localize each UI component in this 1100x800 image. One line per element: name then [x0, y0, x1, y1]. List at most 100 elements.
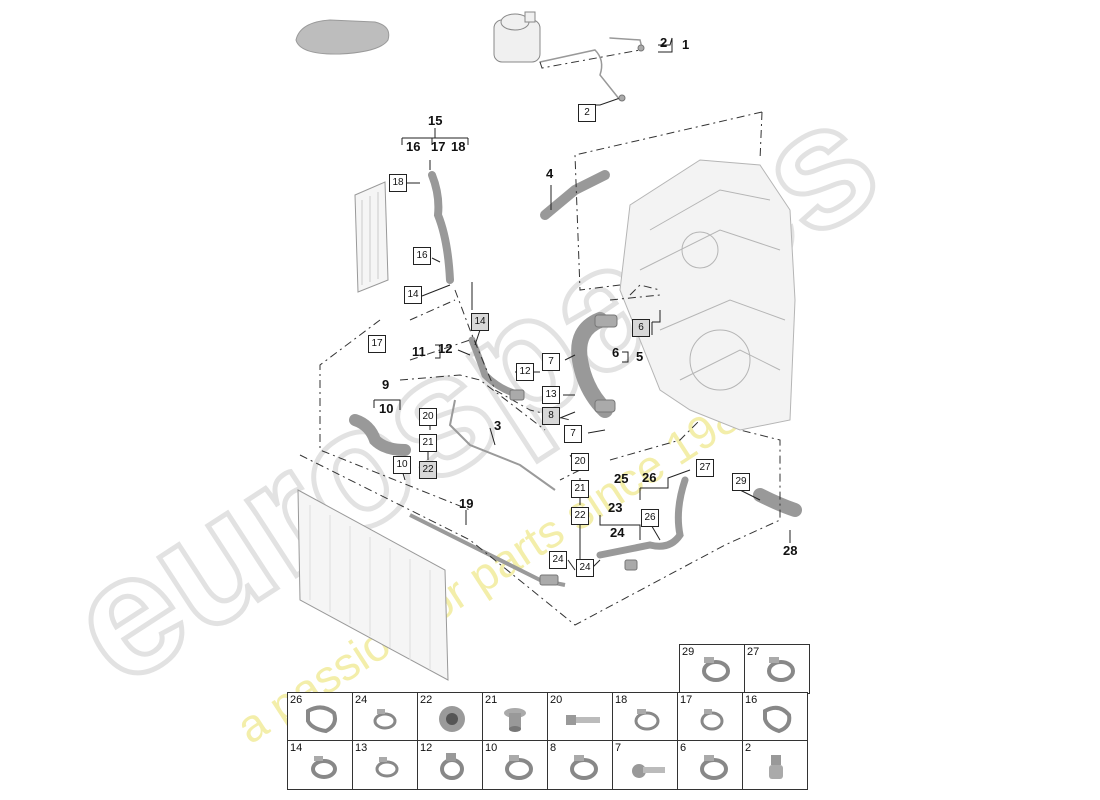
hose-28 — [753, 488, 802, 517]
callout-24: 24 — [610, 525, 625, 540]
hose-clamp-icon — [700, 755, 728, 780]
box-label-12: 12 — [516, 363, 534, 381]
hose-16 — [428, 171, 454, 284]
callout-5: 5 — [636, 349, 644, 364]
grid-cell-8: 8 — [547, 740, 613, 790]
box-label-2: 2 — [578, 104, 596, 122]
callout-23: 23 — [608, 500, 623, 515]
box-label-24b: 24 — [576, 559, 594, 577]
hose-clamp-icon — [570, 755, 598, 780]
callout-19: 19 — [459, 496, 474, 511]
grid-label: 2 — [745, 742, 752, 754]
hose-9 — [349, 414, 411, 456]
grid-cell-26: 26 — [287, 692, 353, 742]
box-label-8: 8 — [542, 407, 560, 425]
hose-12 — [468, 336, 524, 399]
callout-16: 16 — [406, 139, 421, 154]
hose-clamp-icon — [700, 709, 724, 731]
box-label-22: 22 — [419, 461, 437, 479]
callout-1: 1 — [682, 37, 690, 52]
car-silhouette-icon — [295, 19, 390, 55]
box-label-26: 26 — [641, 509, 659, 527]
grid-label: 24 — [355, 694, 368, 706]
callout-28: 28 — [783, 543, 798, 558]
grid-cell-12: 12 — [417, 740, 483, 790]
grid-cell-10: 10 — [482, 740, 548, 790]
grid-cell-14: 14 — [287, 740, 353, 790]
engine-block — [619, 159, 796, 431]
grid-cell-17: 17 — [677, 692, 743, 742]
grid-label: 22 — [420, 694, 433, 706]
connector-icon — [769, 755, 783, 779]
callout-25: 25 — [614, 471, 629, 486]
grid-cell-2: 2 — [742, 740, 808, 790]
grid-label: 10 — [485, 742, 498, 754]
grid-label: 12 — [420, 742, 433, 754]
grid-label: 7 — [615, 742, 622, 754]
grid-label: 26 — [290, 694, 303, 706]
box-label-6: 6 — [632, 319, 650, 337]
box-label-7b: 7 — [564, 425, 582, 443]
callout-26: 26 — [642, 470, 657, 485]
grid-label: 8 — [550, 742, 557, 754]
callout-9: 9 — [382, 377, 390, 392]
hose-clamp-icon — [767, 657, 795, 682]
hose-clamp-icon — [505, 755, 533, 780]
box-label-16: 16 — [413, 247, 431, 265]
grid-cell-27: 27 — [744, 644, 810, 694]
bolt-icon — [566, 715, 600, 725]
callout-17: 17 — [431, 139, 446, 154]
grid-cell-29: 29 — [679, 644, 745, 694]
coolant-line — [448, 399, 556, 491]
grid-cell-21: 21 — [482, 692, 548, 742]
box-label-18: 18 — [389, 174, 407, 192]
box-label-22b: 22 — [571, 507, 589, 525]
grid-label: 17 — [680, 694, 693, 706]
callout-3: 3 — [494, 418, 502, 433]
hose-clamp-icon — [634, 709, 660, 731]
spring-clamp-icon — [440, 753, 464, 780]
grid-label: 20 — [550, 694, 563, 706]
grid-cell-22: 22 — [417, 692, 483, 742]
callout-11: 11 — [412, 344, 426, 359]
grid-label: 13 — [355, 742, 368, 754]
box-label-13: 13 — [542, 386, 560, 404]
hose-clamp-icon — [306, 705, 337, 734]
grid-label: 6 — [680, 742, 687, 754]
grid-cell-20: 20 — [547, 692, 613, 742]
grid-cell-18: 18 — [612, 692, 678, 742]
bushing-icon — [504, 708, 526, 732]
callout-15: 15 — [428, 113, 443, 128]
grid-cell-6: 6 — [677, 740, 743, 790]
box-label-21: 21 — [419, 434, 437, 452]
callout-6: 6 — [612, 345, 620, 360]
breather-line-2 — [609, 37, 643, 49]
box-label-24: 24 — [549, 551, 567, 569]
grid-cell-13: 13 — [352, 740, 418, 790]
hose-clamp-icon — [373, 709, 397, 730]
grid-cell-16: 16 — [742, 692, 808, 742]
box-label-17: 17 — [368, 335, 386, 353]
box-label-21b: 21 — [571, 480, 589, 498]
grid-label: 14 — [290, 742, 303, 754]
callout-10: 10 — [379, 401, 394, 416]
hose-clamp-icon — [375, 757, 399, 778]
grid-label: 27 — [747, 646, 760, 658]
box-label-29: 29 — [732, 473, 750, 491]
grid-label: 21 — [485, 694, 498, 706]
box-label-20: 20 — [419, 408, 437, 426]
breather-line — [539, 49, 621, 101]
grid-label: 29 — [682, 646, 695, 658]
hose-clamp-icon — [311, 756, 337, 779]
screw-icon — [632, 764, 665, 778]
callout-18: 18 — [451, 139, 466, 154]
callout-4: 4 — [546, 166, 554, 181]
main-radiator — [297, 489, 449, 681]
hose-26 — [596, 476, 689, 559]
box-label-14-grey: 14 — [471, 313, 489, 331]
grid-label: 18 — [615, 694, 628, 706]
hose-clamp-icon — [763, 705, 792, 734]
grommet-icon — [439, 706, 465, 732]
